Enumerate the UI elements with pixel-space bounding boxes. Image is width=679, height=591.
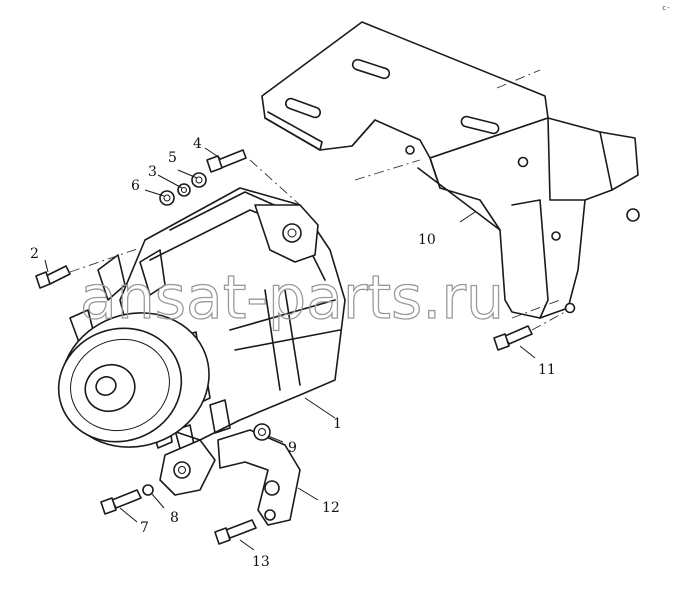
washer-6 bbox=[159, 190, 175, 206]
bolt-11 bbox=[493, 325, 533, 351]
callout-6: 6 bbox=[131, 178, 140, 194]
washer-8 bbox=[142, 484, 154, 496]
washer-3 bbox=[177, 183, 191, 197]
leader-lines bbox=[44, 147, 566, 551]
washer-9 bbox=[253, 423, 271, 441]
alternator bbox=[57, 187, 346, 496]
callout-9: 9 bbox=[288, 440, 297, 456]
callout-11: 11 bbox=[538, 362, 556, 378]
callout-12: 12 bbox=[322, 500, 340, 516]
watermark: ansat-parts.ru bbox=[80, 263, 504, 333]
bolt-2 bbox=[35, 265, 71, 289]
callout-labels: 1 2 3 4 5 6 7 8 9 10 11 12 13 bbox=[30, 136, 556, 570]
nut-5 bbox=[191, 172, 207, 188]
callout-10: 10 bbox=[418, 232, 436, 248]
callout-8: 8 bbox=[170, 510, 179, 526]
callout-7: 7 bbox=[140, 520, 149, 536]
callout-4: 4 bbox=[193, 136, 202, 152]
corner-mark: c- bbox=[662, 4, 670, 12]
mounting-bracket bbox=[261, 21, 640, 319]
bolt-4 bbox=[206, 149, 247, 173]
callout-13: 13 bbox=[252, 554, 270, 570]
callout-3: 3 bbox=[148, 164, 157, 180]
callout-5: 5 bbox=[168, 150, 177, 166]
adjusting-link bbox=[217, 429, 301, 526]
bolt-13 bbox=[214, 519, 257, 545]
callout-1: 1 bbox=[333, 416, 342, 432]
bolt-7 bbox=[100, 489, 142, 515]
callout-2: 2 bbox=[30, 246, 39, 262]
